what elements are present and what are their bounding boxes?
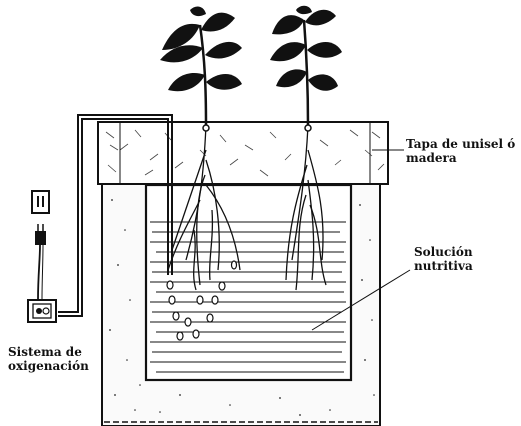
oxygen-label-line2: oxigenación: [8, 359, 89, 373]
solution-label: Solución nutritiva: [414, 245, 473, 273]
solution-label-line2: nutritiva: [414, 259, 473, 273]
lid-label: Tapa de unisel ó madera: [406, 137, 515, 165]
lid-label-line1: Tapa de unisel ó: [406, 137, 515, 151]
oxygen-label-line1: Sistema de: [8, 345, 89, 359]
container: [102, 150, 380, 426]
air-pump-icon: [28, 300, 56, 322]
wall-outlet-icon: [32, 191, 49, 213]
solution-label-line1: Solución: [414, 245, 473, 259]
oxygen-system-label: Sistema de oxigenación: [8, 345, 89, 373]
plant-collar: [305, 125, 311, 131]
lid-label-line2: madera: [406, 151, 515, 165]
electric-plug-icon: [35, 224, 46, 300]
plant-collar: [203, 125, 209, 131]
lid: [98, 122, 388, 184]
